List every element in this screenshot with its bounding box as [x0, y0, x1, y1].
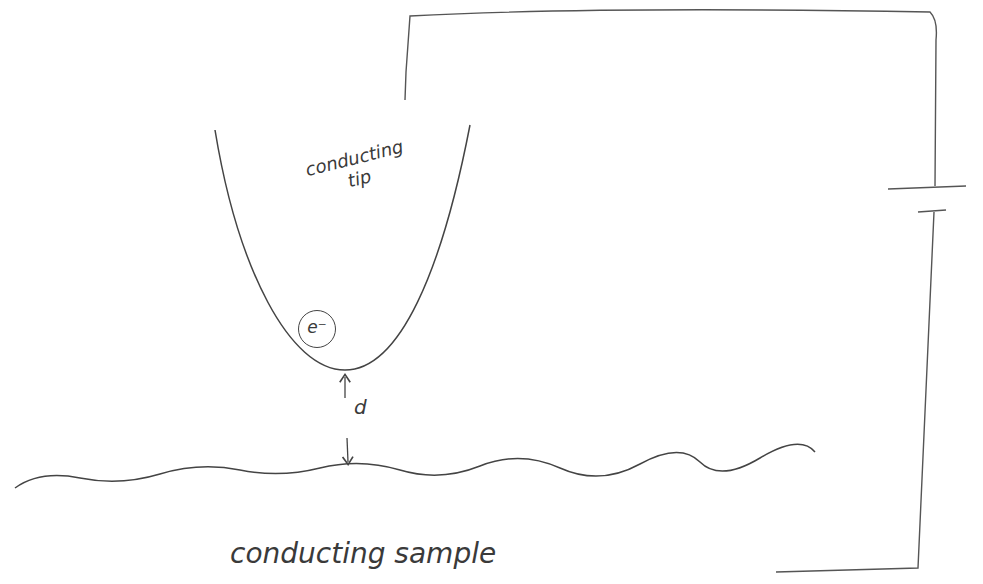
circuit-wire	[776, 212, 934, 572]
region-label: conducting sample	[230, 538, 496, 570]
circuit-wire	[405, 10, 936, 186]
tip-outline: conducting tip e⁻	[210, 120, 475, 376]
part-label: conducting tip	[299, 135, 416, 202]
battery-short-plate	[918, 210, 946, 212]
battery-long-plate	[888, 186, 966, 189]
distance-arrow	[344, 377, 345, 398]
electron-circle: e⁻	[298, 310, 336, 348]
sample-surface	[15, 444, 815, 488]
distance-arrow	[347, 438, 348, 462]
distance-label: d	[354, 396, 367, 419]
electron-symbol: e⁻	[307, 318, 326, 338]
